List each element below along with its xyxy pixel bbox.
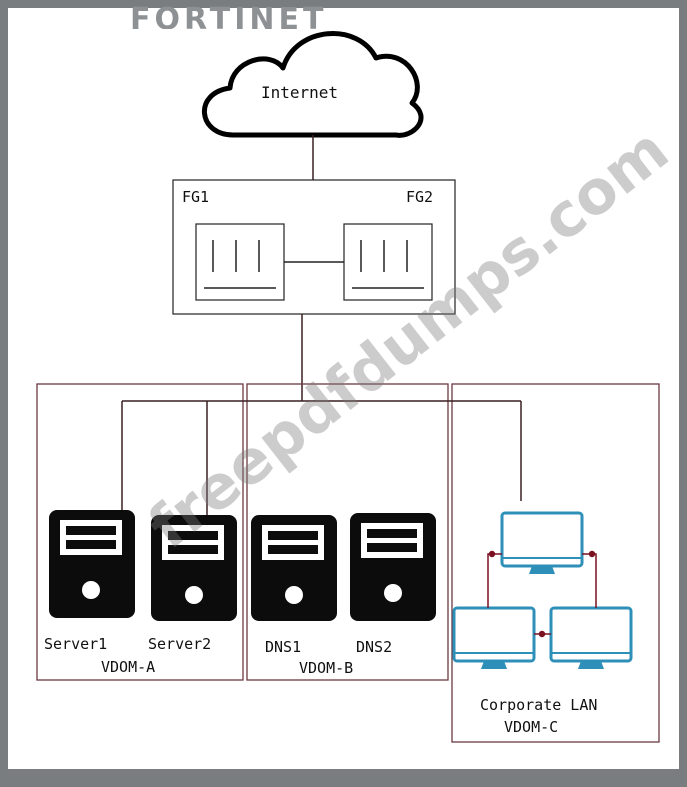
server1-icon [49,510,135,618]
brand-logo: FORTINET [130,5,328,29]
vdom-a-box [36,383,244,681]
lan-connector-dots [488,550,596,638]
fg2-device-icon [343,223,433,301]
corporate-lan-label: Corporate LAN [480,696,598,714]
diagram-canvas: FORTINET [8,5,682,769]
vdom-b-box [246,383,449,681]
dns1-label: DNS1 [265,638,302,656]
server1-label: Server1 [44,635,108,653]
fg1-device-icon [195,223,285,301]
lan-monitor-right-icon [549,606,633,669]
internet-label: Internet [261,83,339,102]
fg1-label: FG1 [182,188,210,206]
fg2-label: FG2 [406,188,434,206]
vdom-b-label: VDOM-B [299,659,354,677]
network-diagram [36,31,660,743]
lan-monitor-top-icon [500,511,584,574]
vdom-a-label: VDOM-A [101,658,156,676]
vdom-c-box [451,383,660,743]
internet-cloud-icon [201,31,424,138]
dns2-icon [350,513,436,621]
server2-label: Server2 [148,635,212,653]
server2-icon [151,515,237,621]
vdom-c-label: VDOM-C [504,718,559,736]
dns1-icon [251,515,337,621]
lan-monitor-left-icon [452,606,536,669]
dns2-label: DNS2 [356,638,393,656]
